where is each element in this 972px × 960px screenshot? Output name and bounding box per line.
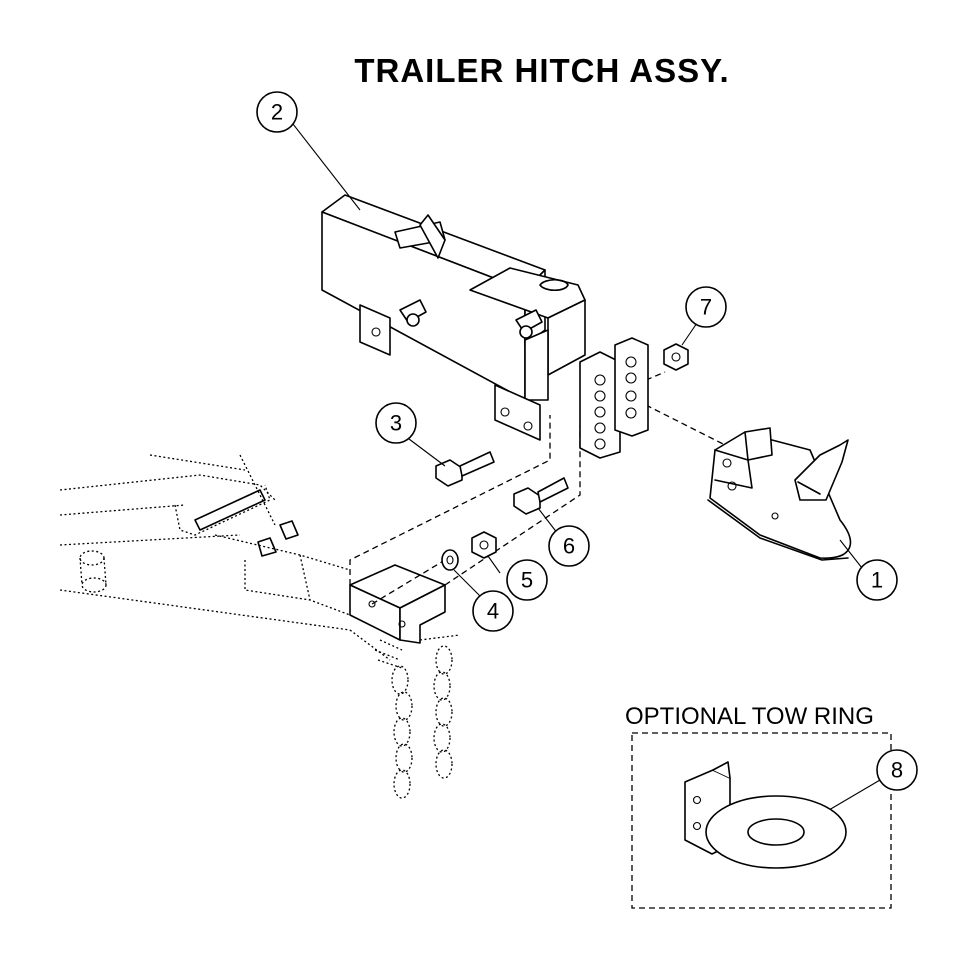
hitch-tube bbox=[321, 194, 586, 441]
svg-text:7: 7 bbox=[700, 295, 712, 320]
svg-text:4: 4 bbox=[487, 599, 499, 624]
callout-6: 6 bbox=[548, 525, 590, 567]
callout-5: 5 bbox=[506, 559, 548, 601]
bolt-lower bbox=[513, 477, 569, 515]
svg-text:5: 5 bbox=[521, 568, 533, 593]
diagram-title: TRAILER HITCH ASSY. bbox=[354, 52, 730, 89]
adjustment-plates bbox=[579, 337, 649, 459]
svg-text:2: 2 bbox=[271, 100, 283, 125]
callout-3: 3 bbox=[375, 402, 417, 444]
callout-4: 4 bbox=[472, 590, 514, 632]
bolt-upper bbox=[435, 451, 495, 487]
callout-7: 7 bbox=[685, 286, 727, 328]
leader-lines bbox=[292, 123, 881, 821]
svg-text:3: 3 bbox=[390, 411, 402, 436]
callout-8: 8 bbox=[876, 749, 918, 791]
svg-text:1: 1 bbox=[871, 568, 883, 593]
optional-tow-ring-box bbox=[631, 732, 892, 909]
callout-1: 1 bbox=[856, 559, 898, 601]
svg-text:6: 6 bbox=[563, 534, 575, 559]
optional-tow-ring-label: OPTIONAL TOW RING bbox=[625, 703, 874, 730]
flat-washer bbox=[441, 549, 459, 571]
trailer-frame bbox=[59, 454, 461, 661]
hex-nut bbox=[471, 531, 497, 559]
lock-nut bbox=[663, 343, 689, 371]
svg-text:8: 8 bbox=[891, 758, 903, 783]
callout-2: 2 bbox=[256, 91, 298, 133]
ball-coupler bbox=[707, 427, 852, 561]
safety-chains bbox=[374, 639, 453, 799]
frame-bracket bbox=[349, 564, 446, 644]
